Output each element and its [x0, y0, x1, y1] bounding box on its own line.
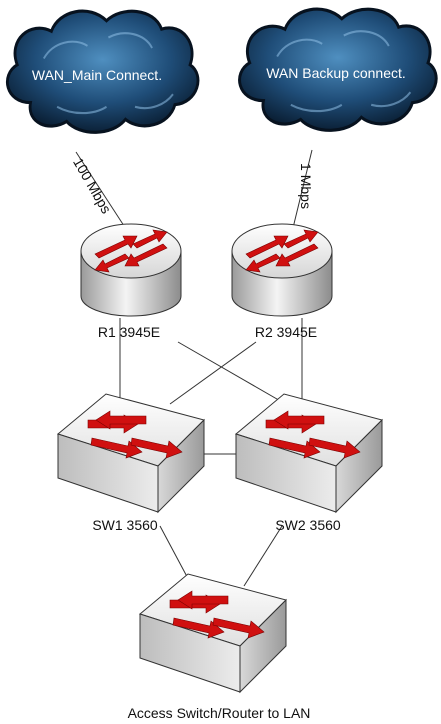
- router-r1: R1 3945E: [80, 223, 182, 340]
- switch-icon: [57, 393, 205, 513]
- router-r2: R2 3945E: [231, 223, 333, 340]
- r2-label: R2 3945E: [255, 324, 317, 340]
- link-wan-main-r1: [75, 151, 129, 233]
- wan-backup-label: WAN Backup connect.: [266, 65, 406, 81]
- switch-access: Access Switch/Router to LAN: [128, 573, 311, 721]
- router-icon: [231, 223, 333, 317]
- sw1-label: SW1 3560: [92, 517, 158, 533]
- access-switch-label: Access Switch/Router to LAN: [128, 705, 311, 721]
- switch-icon: [139, 573, 287, 693]
- link-wan-backup-r2: [291, 149, 313, 233]
- r1-label: R1 3945E: [98, 324, 160, 340]
- sw2-label: SW2 3560: [275, 517, 341, 533]
- router-icon: [80, 223, 182, 317]
- switch-sw1: SW1 3560: [57, 393, 205, 533]
- switch-icon: [235, 393, 383, 513]
- switch-sw2: SW2 3560: [235, 393, 383, 533]
- wan-main-cloud: WAN_Main Connect.: [5, 9, 200, 134]
- link-r1-sw2: [177, 341, 297, 411]
- backup-link-speed-label: 1 Mbps: [298, 163, 314, 209]
- link-sw2-access: [243, 525, 283, 587]
- link-r2-sw1: [169, 341, 257, 405]
- connection-lines: [75, 149, 313, 587]
- wan-main-label: WAN_Main Connect.: [32, 67, 162, 83]
- wan-backup-cloud: WAN Backup connect.: [237, 7, 438, 132]
- main-link-speed-label: 100 Mbps: [70, 155, 115, 216]
